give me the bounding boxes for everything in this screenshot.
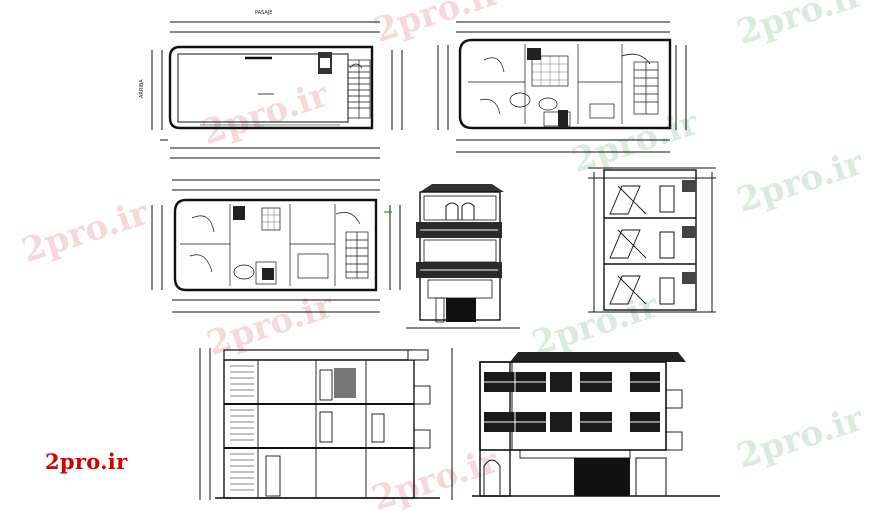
- second-floor-plan: [151, 179, 401, 313]
- front-elevation-small: [406, 184, 520, 329]
- longitudinal-section: [199, 348, 453, 500]
- first-floor-plan: [437, 21, 687, 153]
- staircase-section: [588, 167, 716, 313]
- site-logo: 2pro.ir: [45, 449, 128, 474]
- ground-floor-plan: [151, 21, 403, 159]
- side-label: ARRIBA: [139, 79, 145, 98]
- plan-label: PASAJE: [255, 10, 272, 16]
- main-front-elevation: [472, 352, 720, 497]
